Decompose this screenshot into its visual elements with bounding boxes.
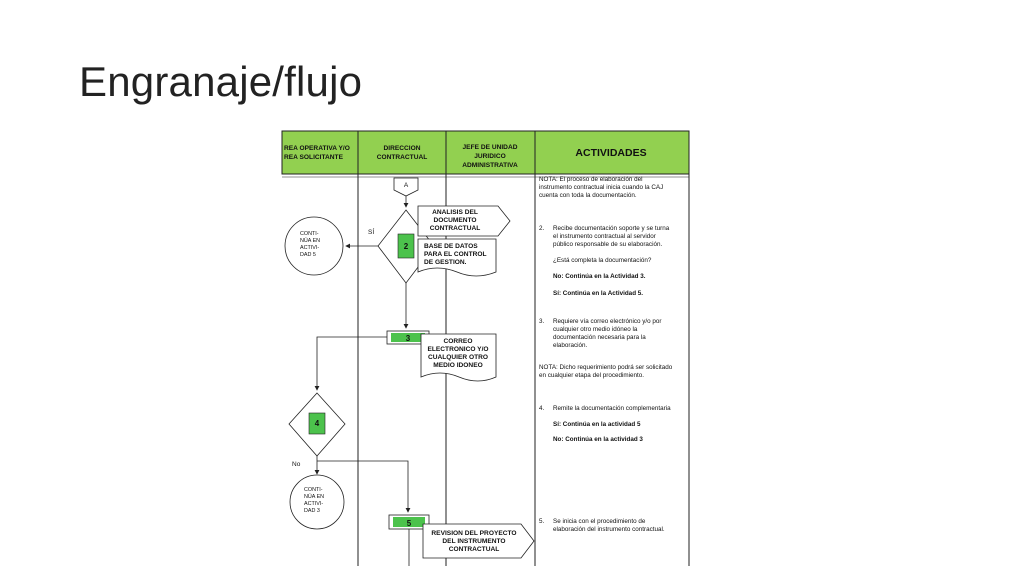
header-col1-line1: REA OPERATIVA Y/O (284, 145, 350, 152)
activity-4-no: No: Continúa en la actividad 3 (553, 436, 643, 443)
svg-text:Requiere vía correo electrónic: Requiere vía correo electrónico y/o por (553, 318, 662, 325)
header-col3-line1: JEFE DE UNIDAD (463, 144, 518, 151)
svg-text:DAD 5: DAD 5 (300, 252, 316, 258)
connector-circle-actividad-5: CONTI- NÚA EN ACTIVI- DAD 5 (284, 216, 344, 276)
svg-text:elaboración del instrumento co: elaboración del instrumento contractual. (553, 526, 665, 533)
svg-text:CONTI-: CONTI- (304, 487, 323, 493)
svg-text:CUALQUIER OTRO: CUALQUIER OTRO (428, 354, 488, 361)
svg-text:CONTRACTUAL: CONTRACTUAL (430, 225, 481, 232)
step-2-number: 2 (404, 242, 409, 251)
svg-text:el instrumento contractual: el instrumento contractual al servidor (553, 233, 656, 240)
header-col3-line3: ADMINISTRATIVA (462, 162, 518, 169)
activity-4-number: 4. (539, 405, 545, 412)
svg-text:REVISION DEL PROYECTO: REVISION DEL PROYECTO (431, 530, 516, 537)
activity-2-si: Sí: Continúa en la Actividad 5. (553, 290, 643, 297)
activity-4-si: Sí: Continúa en la actividad 5 (553, 421, 641, 428)
svg-text:CONTI-: CONTI- (300, 231, 319, 237)
activity-2-question: ¿Está completa la documentación? (553, 257, 652, 264)
header-col2-line1: DIRECCION (384, 145, 421, 152)
svg-text:DOCUMENTO: DOCUMENTO (433, 217, 476, 224)
svg-text:público responsable de su elab: público responsable de su elaboración. (553, 241, 662, 248)
activity-5-number: 5. (539, 518, 545, 525)
svg-text:NÚA EN: NÚA EN (304, 493, 324, 500)
svg-text:CONTRACTUAL: CONTRACTUAL (449, 546, 500, 553)
doc-revision: REVISION DEL PROYECTO DEL INSTRUMENTO CO… (422, 523, 535, 559)
activity-2-number: 2. (539, 225, 545, 232)
connector-circle-actividad-3: CONTI- NÚA EN ACTIVI- DAD 3 (289, 474, 345, 530)
label-si: SÍ (368, 227, 374, 236)
svg-text:Remite la documentación comple: Remite la documentación complementaria (553, 405, 671, 412)
nota1-line1: NOTA: El proceso de elaboración del (539, 176, 643, 183)
svg-text:DAD 3: DAD 3 (304, 508, 320, 514)
activity-2-no: No: Continúa en la Actividad 3. (553, 273, 646, 280)
svg-text:ACTIVI-: ACTIVI- (300, 245, 319, 251)
svg-text:CORREO: CORREO (444, 338, 473, 345)
step-4-number: 4 (315, 419, 320, 428)
activities-column: NOTA: El proceso de elaboración del inst… (539, 176, 673, 533)
header-col1-line2: REA SOLICITANTE (284, 154, 344, 161)
process-step-5: 5 (388, 514, 430, 530)
nota1-line3: cuenta con toda la documentación. (539, 192, 637, 199)
svg-text:Se inicia con el procedimi: Se inicia con el procedimiento de (553, 518, 646, 525)
svg-text:MEDIO IDONEO: MEDIO IDONEO (433, 362, 482, 369)
svg-text:DEL INSTRUMENTO: DEL INSTRUMENTO (442, 538, 505, 545)
step-3-number: 3 (406, 334, 411, 343)
nota2-line1: NOTA: Dicho requerimiento podrá ser soli… (539, 364, 673, 371)
step-5-number: 5 (407, 519, 412, 528)
svg-text:cualquier otro medio idó: cualquier otro medio idóneo la (553, 326, 638, 333)
svg-text:ELECTRONICO Y/O: ELECTRONICO Y/O (427, 346, 488, 353)
slide-title: Engranaje/flujo (79, 58, 363, 105)
svg-text:DE GESTION.: DE GESTION. (424, 259, 467, 266)
table-frame (281, 130, 690, 566)
svg-text:Recibe documentación soporte y: Recibe documentación soporte y se turna (553, 225, 670, 232)
svg-text:elaboración.: elaboración. (553, 342, 588, 349)
connector-a: A (393, 177, 419, 197)
header-col2-line2: CONTRACTUAL (377, 154, 428, 161)
doc-correo: CORREO ELECTRONICO Y/O CUALQUIER OTRO ME… (420, 333, 497, 382)
label-no: No (292, 461, 301, 468)
decision-step-4: 4 (288, 392, 346, 457)
svg-text:ACTIVI-: ACTIVI- (304, 501, 323, 507)
svg-text:documentación necesaria: documentación necesaria para la (553, 334, 646, 341)
header-activities: ACTIVIDADES (575, 147, 646, 159)
doc-base-datos: BASE DE DATOS PARA EL CONTROL DE GESTION… (417, 238, 497, 277)
activity-3-number: 3. (539, 318, 545, 325)
header-col3-line2: JURIDICO (474, 153, 506, 160)
nota2-line2: en cualquier etapa del procedimiento. (539, 372, 644, 379)
svg-text:NÚA EN: NÚA EN (300, 237, 320, 244)
doc-analisis: ANALISIS DEL DOCUMENTO CONTRACTUAL (417, 205, 511, 237)
svg-text:ANALISIS DEL: ANALISIS DEL (432, 209, 478, 216)
svg-text:PARA EL CONTROL: PARA EL CONTROL (424, 251, 487, 258)
svg-text:A: A (404, 182, 409, 189)
nota1-line2: instrumento contractual inicia cuando la… (539, 184, 663, 191)
svg-text:BASE DE DATOS: BASE DE DATOS (424, 243, 478, 250)
